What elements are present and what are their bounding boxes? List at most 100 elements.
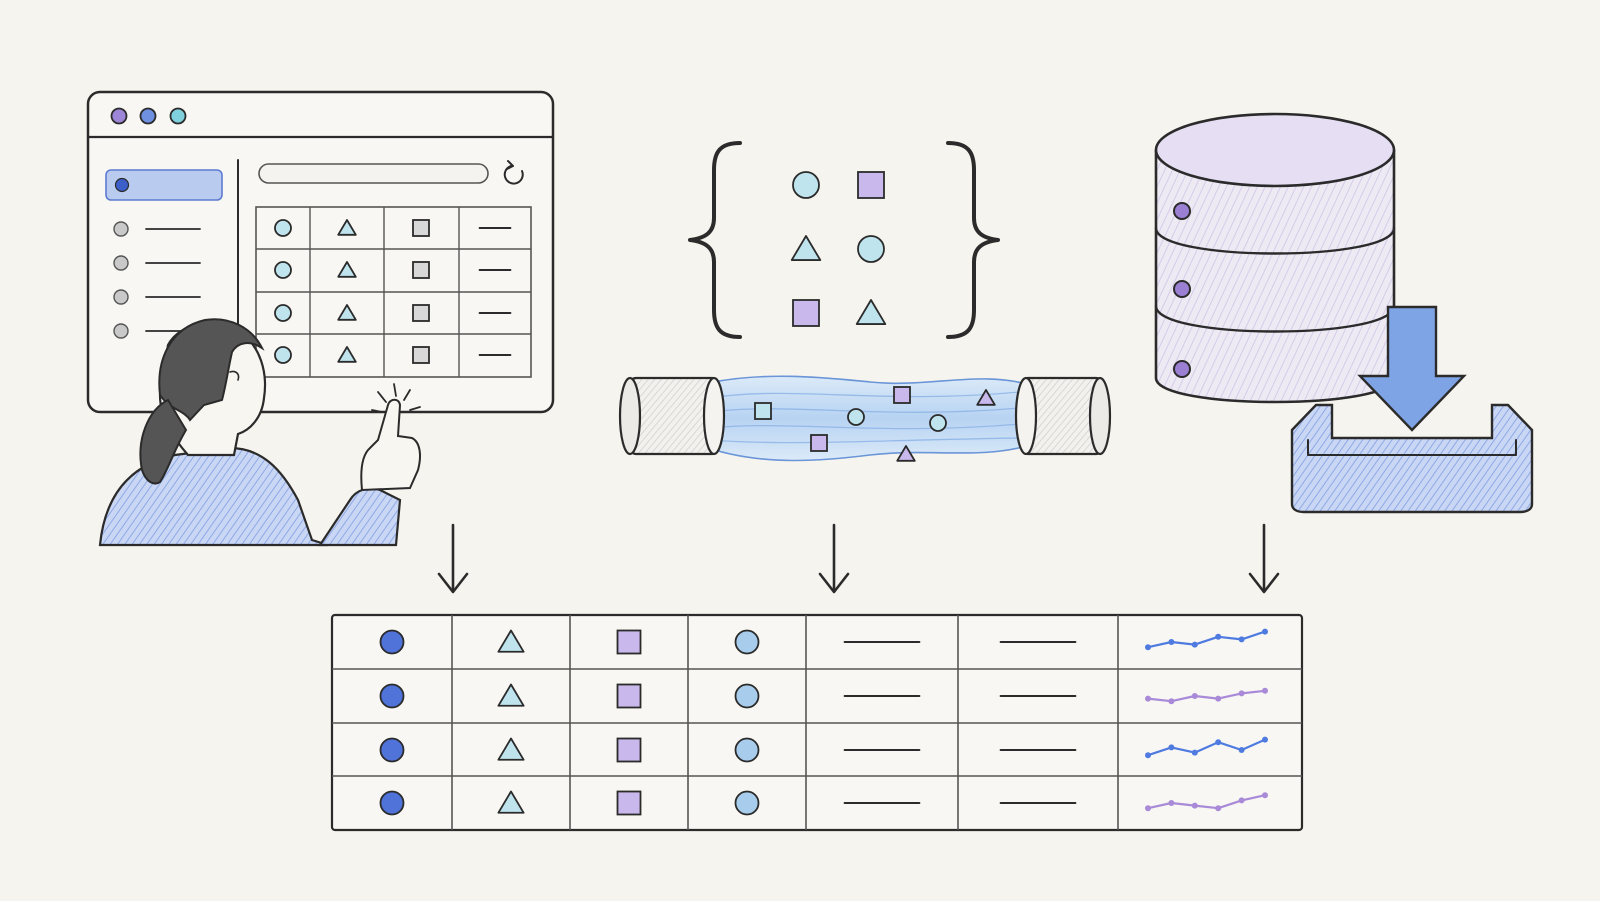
down-arrow-icon xyxy=(818,523,850,594)
pipe-right-cap xyxy=(1014,376,1112,456)
search-bar[interactable] xyxy=(258,163,489,184)
sparkline-point xyxy=(1262,687,1268,694)
output-cell-circle xyxy=(734,683,760,709)
window-controls xyxy=(110,107,187,125)
right-brace xyxy=(946,141,1000,339)
pipe-left-cap xyxy=(618,376,726,456)
data-pipe xyxy=(618,375,1112,462)
sparkline-point xyxy=(1262,792,1268,799)
person-body xyxy=(98,446,329,547)
sparkline xyxy=(1147,630,1266,649)
window-dot[interactable] xyxy=(139,107,157,125)
output-table xyxy=(330,613,1304,832)
ui-table xyxy=(255,206,532,378)
sparkline-point xyxy=(1191,802,1198,809)
sidebar-item[interactable] xyxy=(113,289,201,305)
sparkline-point xyxy=(1238,797,1245,804)
pipe-particle-circle xyxy=(847,408,865,426)
pointing-hand xyxy=(360,398,421,492)
ui-table-cell-triangle xyxy=(337,219,357,236)
pipe-particle-square xyxy=(810,434,828,452)
sparkline-point xyxy=(1238,636,1245,643)
sparkline xyxy=(1147,794,1266,810)
json-object xyxy=(688,141,1000,339)
ui-table-cell-triangle xyxy=(337,346,357,363)
app-window xyxy=(86,90,555,414)
output-cell-square xyxy=(616,737,642,763)
output-cell-circle xyxy=(734,737,760,763)
output-cell-circle xyxy=(379,629,405,655)
ui-table-cell-triangle xyxy=(337,304,357,321)
json-circle xyxy=(792,171,820,199)
ui-table-cell-square xyxy=(412,304,430,322)
sparkline-point xyxy=(1168,698,1175,705)
sidebar-item-selected[interactable] xyxy=(105,169,223,201)
ui-table-cell-square xyxy=(412,219,430,237)
download-tray-icon xyxy=(1290,305,1534,514)
output-cell-square xyxy=(616,629,642,655)
sparkline-point xyxy=(1191,693,1198,699)
json-triangle xyxy=(855,299,887,325)
left-brace xyxy=(688,141,742,339)
sparkline-point xyxy=(1145,644,1151,651)
output-cell-circle xyxy=(379,737,405,763)
ui-table-cell-circle xyxy=(274,261,292,279)
sparkline-point xyxy=(1145,805,1151,812)
sparkline xyxy=(1147,689,1266,703)
output-cell-circle xyxy=(379,790,405,816)
db-disk-light xyxy=(1173,360,1191,378)
sparkline-point xyxy=(1215,739,1222,746)
output-cell-triangle xyxy=(497,737,525,761)
output-cell-circle xyxy=(734,790,760,816)
refresh-icon[interactable] xyxy=(503,160,524,185)
sidebar xyxy=(105,169,223,339)
sparkline-point xyxy=(1145,752,1151,759)
ui-table-cell-circle xyxy=(274,346,292,364)
pipe-particle-square xyxy=(893,386,911,404)
ui-table-cell-circle xyxy=(274,304,292,322)
pipe-particle-circle xyxy=(929,414,947,432)
sparkline-point xyxy=(1168,800,1175,806)
ui-table-cell-square xyxy=(412,261,430,279)
click-sparkle-icon xyxy=(371,383,421,413)
sparkline-point xyxy=(1215,633,1222,640)
db-disk-light xyxy=(1173,202,1191,220)
pipe-particle-square xyxy=(754,402,772,420)
database-icon xyxy=(1154,112,1396,404)
ui-table-cell-square xyxy=(412,346,430,364)
sparkline-point xyxy=(1262,736,1268,743)
output-cell-triangle xyxy=(497,629,525,653)
output-cell-circle xyxy=(379,683,405,709)
sparkline-point xyxy=(1191,641,1198,648)
db-disk-light xyxy=(1173,280,1191,298)
json-square xyxy=(857,171,885,199)
sparkline-point xyxy=(1238,747,1245,753)
down-arrow-icon xyxy=(437,523,469,594)
sparkline-point xyxy=(1168,744,1175,751)
sparkline-point xyxy=(1145,695,1151,702)
sparkline xyxy=(1147,738,1266,757)
person-illustration xyxy=(98,318,421,547)
sparkline-point xyxy=(1215,695,1222,702)
output-cell-triangle xyxy=(497,790,525,814)
pipe-particle-triangle xyxy=(976,389,996,406)
tray xyxy=(1290,403,1534,514)
pipe-flow xyxy=(699,375,1031,462)
output-cell-triangle xyxy=(497,683,525,707)
json-square xyxy=(792,299,820,327)
hair xyxy=(158,318,265,422)
sidebar-item[interactable] xyxy=(113,221,201,237)
window-dot[interactable] xyxy=(110,107,128,125)
json-circle xyxy=(857,235,885,263)
sidebar-item[interactable] xyxy=(113,255,201,271)
window-dot[interactable] xyxy=(169,107,187,125)
sparkline-point xyxy=(1168,639,1175,645)
output-cell-square xyxy=(616,683,642,709)
ui-table-cell-triangle xyxy=(337,261,357,278)
down-arrow-icon xyxy=(1248,523,1280,594)
ui-table-cell-circle xyxy=(274,219,292,237)
sparkline-point xyxy=(1191,749,1198,756)
json-triangle xyxy=(790,235,822,261)
selected-dot-icon xyxy=(114,177,130,193)
